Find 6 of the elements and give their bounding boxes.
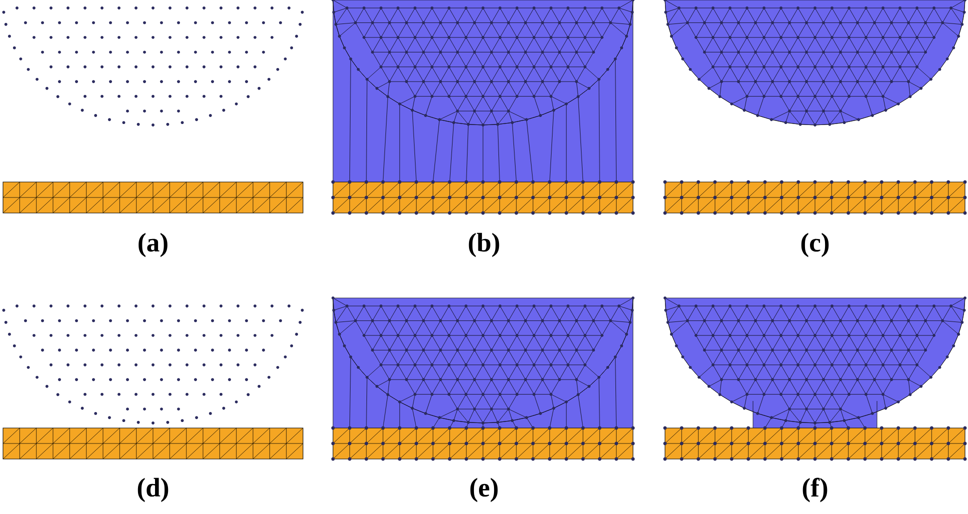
panel-label: (d) (138, 478, 168, 502)
panel-label: (a) (138, 232, 168, 258)
panel-label: (c) (801, 232, 829, 258)
panel-label: (b) (468, 232, 500, 258)
panel-label: (e) (470, 478, 498, 502)
panel-label: (f) (802, 478, 828, 502)
